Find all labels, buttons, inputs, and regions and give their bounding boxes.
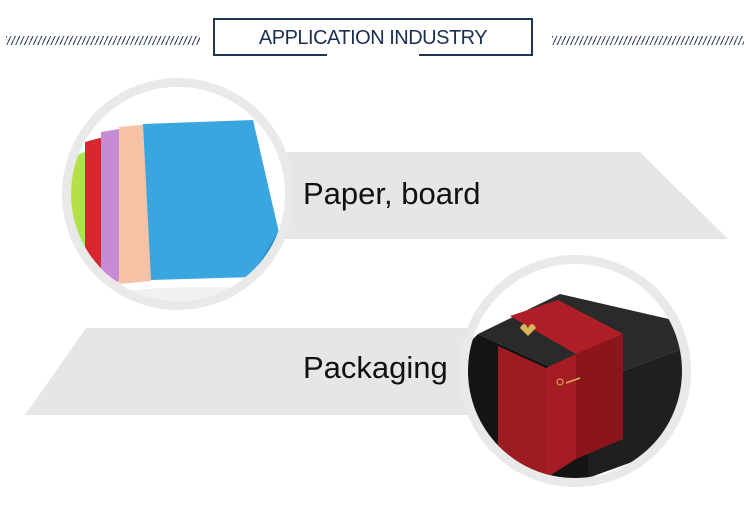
item-label-paper: Paper, board <box>303 176 481 211</box>
paper-image-circle <box>62 78 294 310</box>
right-hatch-divider <box>552 36 744 45</box>
packaging-image-circle <box>459 255 691 487</box>
page-title: APPLICATION INDUSTRY <box>258 27 488 49</box>
label-band-paper <box>238 152 728 239</box>
left-hatch-divider <box>6 36 200 45</box>
label-band-packaging <box>25 328 535 415</box>
paper-sheets-illustration <box>71 87 285 301</box>
header-frame: APPLICATION INDUSTRY <box>213 18 533 56</box>
gift-box-illustration <box>468 264 682 478</box>
item-label-packaging: Packaging <box>303 350 448 385</box>
